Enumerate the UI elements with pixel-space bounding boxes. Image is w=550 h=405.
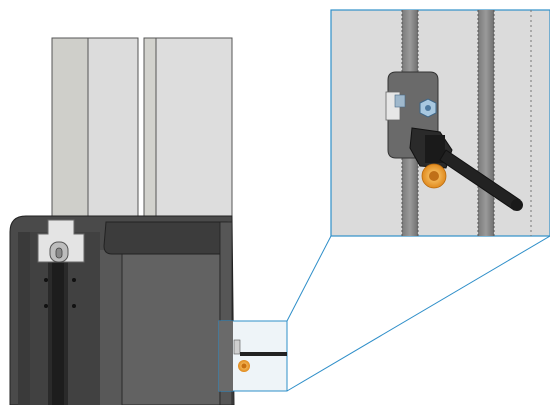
callout-leader-lines — [286, 235, 550, 392]
zoom-callout — [330, 9, 550, 237]
hinge-bracket — [37, 219, 85, 263]
hex-nut — [419, 98, 437, 118]
connector-cable — [409, 127, 523, 211]
vertical-seal-strip — [44, 262, 76, 405]
cable-connector — [218, 320, 288, 392]
orange-highlight — [421, 163, 447, 189]
upper-glass-panel — [51, 37, 233, 219]
